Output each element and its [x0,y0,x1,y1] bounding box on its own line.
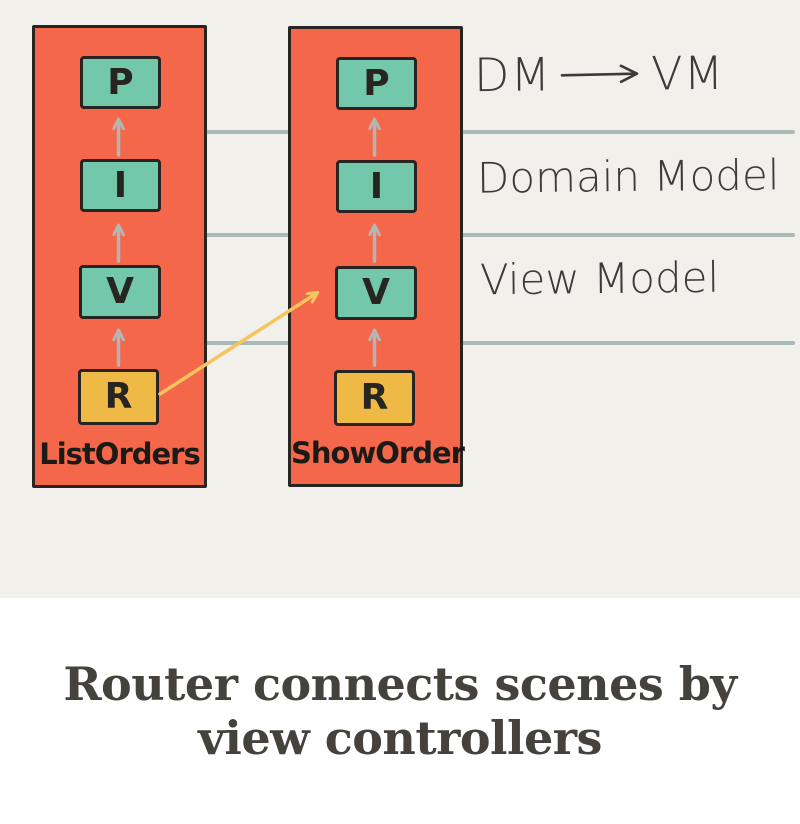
dm-to-vm-arrow-icon [560,64,639,84]
caption-title: Router connects scenes by view controlle… [63,656,737,766]
presenter-letter: P [363,62,390,104]
view-box: V [79,265,161,319]
interactor-letter: I [369,165,384,207]
presenter-box: P [80,56,161,109]
scene-column-showorder: P I V R ShowOrder [288,26,465,487]
router-box: R [78,369,159,425]
view-box: V [335,266,417,320]
view-letter: V [362,272,390,313]
annotation-domain-model: Domain Model [476,150,780,203]
annotation-dm-to-vm: DM VM [474,45,725,103]
scene-column-listorders: P I V R ListOrders [32,25,207,488]
dm-label: DM [473,47,552,103]
presenter-box: P [336,57,417,110]
interactor-box: I [336,160,417,213]
router-letter: R [360,377,389,418]
router-letter: R [104,376,133,417]
caption-area: Router connects scenes by view controlle… [0,598,800,824]
interactor-box: I [80,159,161,212]
router-box: R [334,370,415,426]
annotation-view-model: View Model [479,252,720,305]
scene-label-showorder: ShowOrder [291,436,465,470]
view-letter: V [106,271,134,312]
interactor-letter: I [113,164,128,206]
caption-line-1: Router connects scenes by [63,656,737,711]
presenter-letter: P [107,61,134,103]
scene-label-listorders: ListOrders [39,437,201,471]
diagram-area: P I V R ListOrders P I V [0,0,800,598]
vm-label: VM [650,45,725,101]
caption-line-2: view controllers [198,711,602,765]
